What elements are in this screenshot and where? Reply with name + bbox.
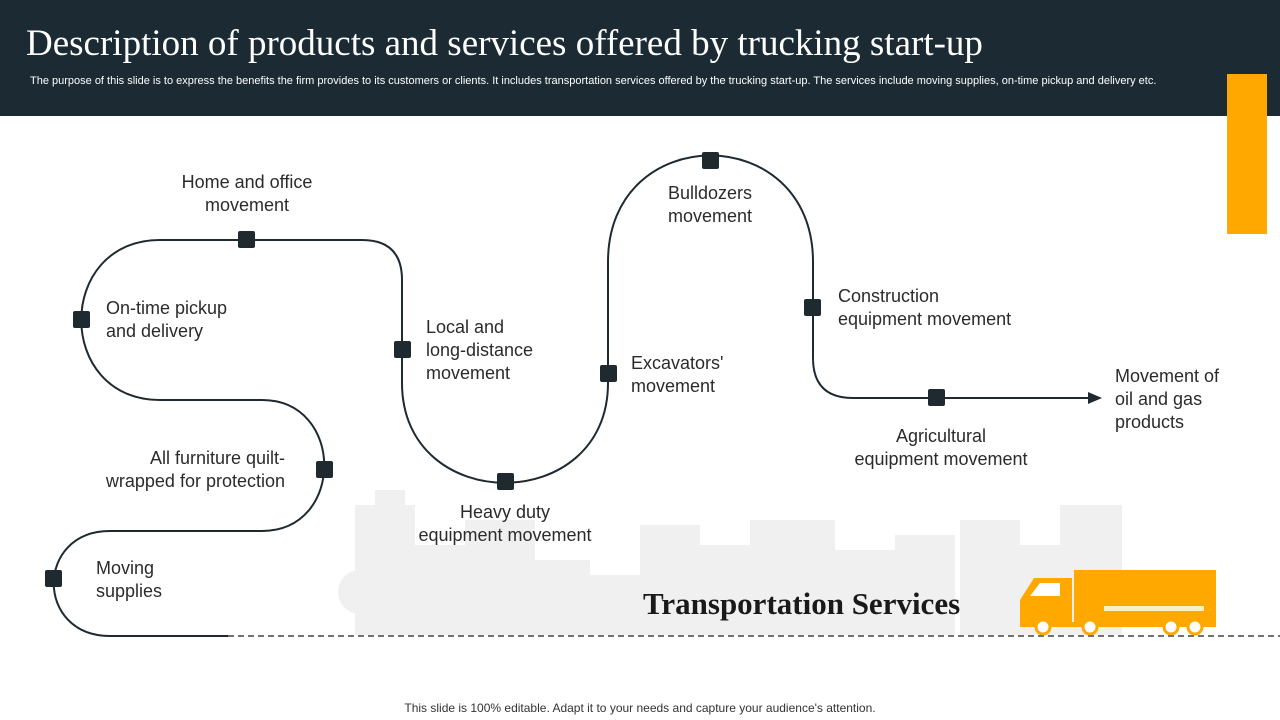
label-construction: Construction equipment movement — [838, 285, 1011, 331]
label-line: products — [1115, 412, 1185, 432]
city-skyline-icon — [338, 490, 1122, 635]
label-line: All furniture quilt- — [149, 448, 285, 468]
label-heavy-duty: Heavy duty equipment movement — [405, 501, 605, 547]
service-path — [52, 154, 1092, 637]
accent-bar — [1227, 74, 1267, 234]
node-bulldozers — [702, 152, 719, 169]
header-bar: Description of products and services off… — [0, 0, 1280, 116]
node-agricultural — [928, 389, 945, 406]
label-home-office: Home and office movement — [147, 171, 347, 217]
label-line: Bulldozers — [667, 183, 753, 203]
label-moving: Moving supplies — [96, 557, 162, 603]
label-line: movement — [204, 195, 290, 215]
label-line: and delivery — [106, 321, 204, 341]
label-line: equipment movement — [418, 525, 592, 545]
node-heavy-duty — [497, 473, 514, 490]
label-local: Local and long-distance movement — [426, 316, 533, 385]
label-line: Agricultural — [895, 426, 987, 446]
label-line: movement — [426, 363, 511, 383]
node-home-office — [238, 231, 255, 248]
label-line: Excavators' — [631, 353, 724, 373]
page-subtitle: The purpose of this slide is to express … — [30, 75, 1157, 87]
label-line: Movement of — [1115, 366, 1220, 386]
node-construction — [804, 299, 821, 316]
label-line: Construction — [838, 286, 940, 306]
label-line: Heavy duty — [459, 502, 551, 522]
label-line: wrapped for protection — [105, 471, 285, 491]
truck-icon — [1020, 570, 1216, 636]
label-line: equipment movement — [854, 449, 1028, 469]
node-moving — [45, 570, 62, 587]
label-line: On-time pickup — [106, 298, 228, 318]
node-on-time — [73, 311, 90, 328]
arrow-head — [1088, 392, 1102, 404]
page-title: Description of products and services off… — [26, 23, 983, 64]
label-furniture: All furniture quilt- wrapped for protect… — [60, 447, 285, 493]
label-oil-gas: Movement of oil and gas products — [1115, 365, 1219, 434]
label-bulldozers: Bulldozers movement — [630, 182, 790, 228]
node-local — [394, 341, 411, 358]
label-line: Home and office — [181, 172, 313, 192]
transportation-services-banner: Transportation Services — [643, 586, 961, 621]
label-line: supplies — [96, 581, 163, 601]
node-furniture — [316, 461, 333, 478]
label-line: movement — [667, 206, 753, 226]
label-line: equipment movement — [838, 309, 1012, 329]
label-line: Moving — [96, 558, 155, 578]
label-line: long-distance — [426, 340, 534, 360]
label-on-time: On-time pickup and delivery — [106, 297, 227, 343]
label-agricultural: Agricultural equipment movement — [836, 425, 1046, 471]
label-excavators: Excavators' movement — [631, 352, 723, 398]
label-line: movement — [631, 376, 716, 396]
label-line: oil and gas — [1115, 389, 1203, 409]
label-line: Local and — [426, 317, 505, 337]
footer-note: This slide is 100% editable. Adapt it to… — [404, 701, 876, 715]
node-excavators — [600, 365, 617, 382]
